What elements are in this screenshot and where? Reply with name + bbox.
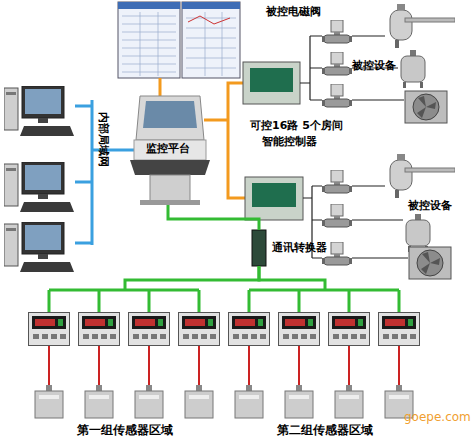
solenoid-valve <box>322 170 352 193</box>
solenoid-valve <box>322 20 352 43</box>
computer <box>4 162 74 212</box>
node-text: 第一组传感器区域 <box>20 422 230 439</box>
sensor-box <box>335 385 363 418</box>
sensor-box <box>35 385 63 418</box>
sensor-box <box>135 385 163 418</box>
bus-connector <box>168 205 259 230</box>
controller-label: 智能控制器 <box>262 134 317 149</box>
solenoid-valve <box>322 52 352 75</box>
watermark: goepe.com <box>404 410 471 424</box>
display-meter <box>329 313 370 346</box>
node-text: 监控平台 <box>128 141 208 156</box>
sensor-group: 第二组传感器区域 <box>222 290 428 441</box>
display-meter <box>29 313 70 346</box>
bus-wire <box>49 290 399 312</box>
lan-wire <box>75 100 134 245</box>
fan <box>405 91 447 123</box>
sensor-box <box>185 385 213 418</box>
display-meter <box>229 313 270 346</box>
valve-label: 被控电磁阀 <box>266 4 321 19</box>
reactor <box>401 50 425 88</box>
display-meter <box>129 313 170 346</box>
display-meter <box>379 313 420 346</box>
device-label: 被控设备 <box>352 58 396 73</box>
computer <box>4 86 74 136</box>
network-label: 内部局域网 <box>96 112 111 167</box>
kiosk-node: 监控平台 <box>128 95 208 205</box>
tank <box>390 154 455 198</box>
controller-label: 可控16路 5个房间 <box>250 118 343 133</box>
solenoid-valve <box>322 84 352 107</box>
converter-node: 通讯转换器 <box>252 230 266 266</box>
node-text: 通讯转换器 <box>272 240 327 255</box>
device-label: 被控设备 <box>408 198 452 213</box>
computer <box>4 222 74 272</box>
tank <box>390 4 455 48</box>
display-meter <box>279 313 320 346</box>
bus-connector <box>125 266 259 290</box>
sensor-box <box>235 385 263 418</box>
display-meter <box>79 313 120 346</box>
node-text: 第二组传感器区域 <box>222 422 428 439</box>
sensor-wire <box>49 346 399 385</box>
sensor-group: 第一组传感器区域 <box>20 290 230 441</box>
sensor-box <box>285 385 313 418</box>
converter-device <box>252 230 266 266</box>
solenoid-valve <box>322 204 352 227</box>
bus-connector <box>259 266 325 290</box>
fan <box>409 247 451 279</box>
reactor <box>406 214 430 252</box>
display-meter <box>179 313 220 346</box>
sensor-box <box>85 385 113 418</box>
screenshot <box>118 2 240 78</box>
